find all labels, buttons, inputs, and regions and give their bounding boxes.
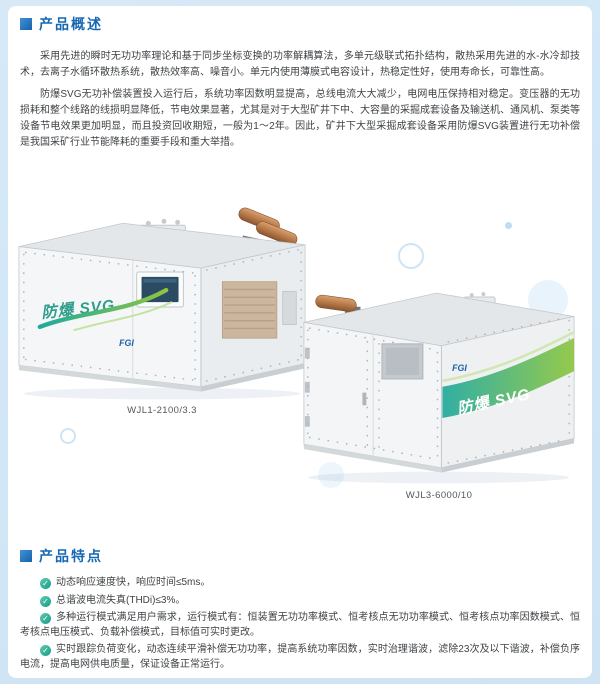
decorative-circle (505, 222, 512, 229)
hmi-screen-glare (143, 278, 177, 283)
product-figure-1: 防爆 SVG FGI WJL1-2100/3.3 (16, 198, 308, 416)
cabinet-base (200, 363, 306, 392)
cable-gland (175, 219, 181, 225)
section-marker-icon (20, 18, 32, 30)
feature-item: ✓实时跟踪负荷变化，动态连续平滑补偿无功功率，提高系统功率因数，实时治理谐波，滤… (20, 643, 580, 672)
product-figure-2: 防爆 SVG FGI WJL3-6000/10 (300, 258, 578, 501)
feature-item: ✓ 总谐波电流失真(THDi)≤3%。 (20, 594, 580, 609)
hinge (304, 347, 310, 359)
heat-exchanger-fins (224, 288, 275, 330)
feature-item: ✓多种运行模式满足用户需求，运行模式有：恒装置无功功率模式、恒考核点无功功率模式… (20, 611, 580, 640)
rivet-row (24, 358, 194, 381)
check-icon: ✓ (40, 613, 51, 624)
cable-gland (481, 292, 486, 297)
features-section: 产品特点 ✓ 动态响应速度快，响应时间≤5ms。 ✓ 总谐波电流失真(THDi)≤3… (20, 546, 580, 675)
rivet-row (24, 251, 194, 274)
cable-gland (145, 220, 151, 226)
brand-logo: FGI (119, 338, 134, 348)
heat-exchanger (221, 281, 278, 339)
features-title: 产品特点 (39, 548, 103, 564)
feature-text: 总谐波电流失真(THDi)≤3%。 (56, 594, 186, 606)
ground-shadow (23, 387, 301, 400)
check-icon: ✓ (40, 645, 51, 656)
brand-logo: FGI (452, 363, 467, 373)
green-swoosh (37, 287, 169, 330)
feature-text: 实时跟踪负荷变化，动态连续平滑补偿无功功率，提高系统功率因数，实时治理谐波，滤除… (20, 644, 580, 670)
check-icon: ✓ (40, 578, 51, 589)
door-handle (362, 392, 367, 406)
green-swoosh-band (442, 337, 575, 418)
ground-shadow (307, 471, 570, 484)
product-image-wjl1: 防爆 SVG FGI (18, 207, 306, 400)
copper-bushing (315, 294, 357, 312)
overview-paragraph-1: 采用先进的瞬时无功功率理论和基于同步坐标变换的功率解耦算法，多单元级联式拓扑结构… (20, 51, 580, 78)
cable-gland (161, 218, 167, 224)
copper-bushing (256, 221, 298, 246)
overview-section: 产品概述 采用先进的瞬时无功功率理论和基于同步坐标变换的功率解耦算法，多单元级联… (20, 14, 580, 151)
features-list: ✓动态响应速度快，响应时间≤5ms。 ✓总谐波电流失真(THDi)≤3%。 ✓多… (20, 576, 580, 672)
hinge (304, 381, 310, 393)
cable-gland (469, 293, 474, 298)
overview-header: 产品概述 (20, 14, 580, 34)
filter-panel-inner (385, 347, 420, 376)
cabinet-base (18, 365, 201, 392)
section-marker-icon (20, 550, 32, 562)
cabinet-base (441, 438, 575, 473)
green-swoosh-light (73, 301, 173, 332)
feature-text: 多种运行模式满足用户需求，运行模式有：恒装置无功功率模式、恒考核点无功功率模式、… (20, 612, 580, 638)
decorative-circle (398, 243, 424, 269)
features-header: 产品特点 (20, 546, 580, 566)
rivet-row (205, 248, 301, 271)
cabinet-base (303, 444, 442, 473)
side-box (282, 290, 297, 326)
feature-item: ✓ 动态响应速度快，响应时间≤5ms。 (20, 576, 580, 591)
decorative-circle (60, 428, 76, 444)
feature-text: 动态响应速度快，响应时间≤5ms。 (56, 577, 211, 588)
decorative-circle (318, 462, 344, 488)
overview-paragraph-2: 防爆SVG无功补偿装置投入运行后，系统功率因数明显提高，总线电流大大减少，电网电… (20, 89, 580, 148)
hinge (304, 416, 310, 427)
check-icon: ✓ (40, 595, 51, 607)
green-swoosh-light (442, 331, 575, 383)
product-caption-2: WJL3-6000/10 (405, 490, 473, 502)
product-caption-1: WJL1-2100/3.3 (127, 405, 197, 417)
rivet-row (205, 358, 301, 382)
overview-title: 产品概述 (39, 16, 103, 32)
product-image-wjl3: 防爆 SVG FGI (303, 292, 575, 484)
